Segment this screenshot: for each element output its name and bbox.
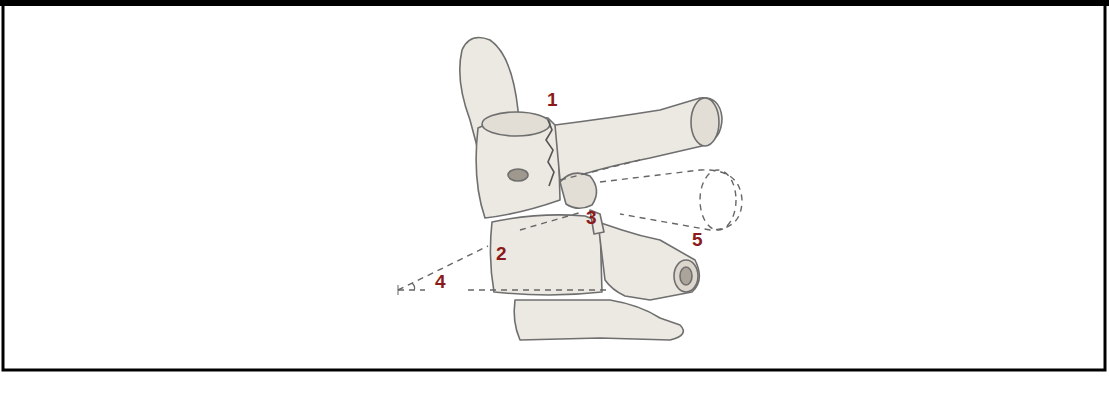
baseline bbox=[398, 289, 425, 290]
callout-number: 1 bbox=[547, 90, 558, 109]
lower-vertebra bbox=[514, 300, 683, 340]
endplate bbox=[482, 112, 550, 136]
displaced-outline bbox=[560, 160, 640, 180]
fracture-line bbox=[546, 120, 554, 186]
callout-number: 2 bbox=[496, 244, 507, 263]
vertebral-body bbox=[490, 215, 602, 295]
angle-vertex bbox=[398, 285, 399, 295]
baseline-right bbox=[468, 289, 610, 290]
angle-line bbox=[398, 246, 488, 290]
frame-top bbox=[0, 0, 1109, 6]
callout-number: 5 bbox=[692, 230, 703, 249]
angle-line-upper bbox=[520, 212, 582, 230]
pedicle bbox=[598, 222, 699, 300]
displaced-process bbox=[600, 170, 742, 230]
transverse-process bbox=[555, 98, 722, 180]
process-tip-inner bbox=[680, 267, 692, 285]
process-end bbox=[691, 98, 719, 146]
angle-arc bbox=[412, 283, 415, 290]
callout-number: 4 bbox=[435, 272, 446, 291]
frame bbox=[3, 4, 1105, 370]
foramen bbox=[508, 169, 528, 181]
process-tip bbox=[674, 260, 698, 292]
callout-number: 3 bbox=[586, 208, 597, 227]
displaced-process-end bbox=[700, 170, 736, 230]
